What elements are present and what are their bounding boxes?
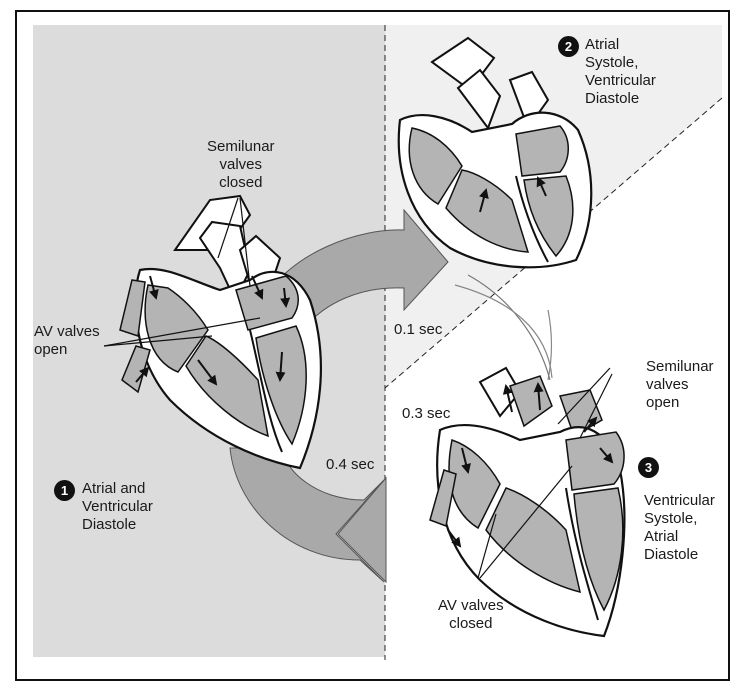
time-0-3: 0.3 sec: [402, 405, 450, 422]
stage-2-label: Atrial Systole, Ventricular Diastole: [585, 36, 656, 108]
time-0-4: 0.4 sec: [326, 456, 374, 473]
av-open-label: AV valves open: [34, 323, 100, 359]
stage-2-badge: 2: [558, 36, 579, 57]
stage-1-badge: 1: [54, 480, 75, 501]
semilunar-closed-label: Semilunar valves closed: [207, 138, 275, 192]
stage-3-label: Ventricular Systole, Atrial Diastole: [644, 492, 715, 564]
stage-1-label: Atrial and Ventricular Diastole: [82, 480, 153, 534]
stage-3-badge: 3: [638, 457, 659, 478]
time-0-1: 0.1 sec: [394, 321, 442, 338]
semilunar-open-label: Semilunar valves open: [646, 358, 714, 412]
av-closed-label: AV valves closed: [438, 597, 504, 633]
